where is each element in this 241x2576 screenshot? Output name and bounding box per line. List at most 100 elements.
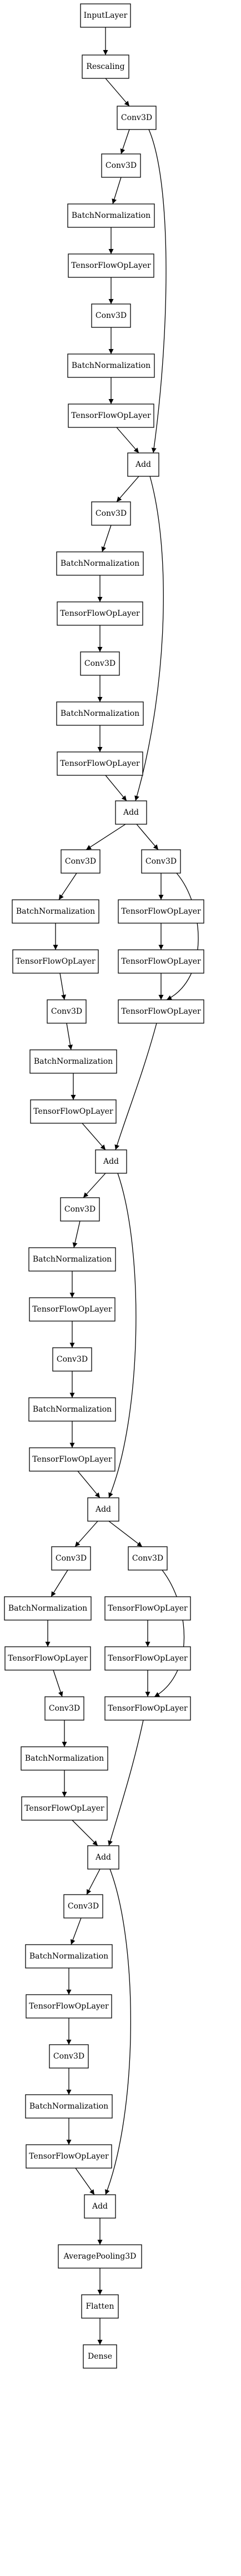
node-box — [91, 501, 131, 526]
node-conv3d: Conv3D — [80, 651, 120, 676]
node-tensorflowoplayer: TensorFlowOpLayer — [26, 1994, 112, 2019]
node-box — [67, 203, 155, 228]
node-box — [56, 701, 144, 726]
node-tensorflowoplayer: TensorFlowOpLayer — [29, 1297, 116, 1322]
node-box — [51, 1546, 91, 1571]
node-box — [115, 800, 147, 825]
node-batchnormalization: BatchNormalization — [28, 1397, 116, 1422]
node-box — [25, 2094, 113, 2119]
edge-n26-n27 — [82, 1123, 106, 1150]
node-conv3d: Conv3D — [49, 2044, 89, 2069]
node-label: TensorFlowOpLayer — [71, 411, 151, 420]
node-label: Conv3D — [56, 1554, 87, 1563]
edge-n27-n34 — [108, 1173, 137, 1498]
node-add: Add — [87, 1497, 119, 1522]
node-conv3d: Conv3D — [52, 1347, 92, 1372]
node-label: TensorFlowOpLayer — [60, 759, 140, 768]
node-add: Add — [84, 2194, 116, 2219]
node-box — [49, 2044, 89, 2069]
node-label: BatchNormalization — [8, 1604, 87, 1613]
node-add: Add — [87, 1845, 119, 1870]
edge-n40-n42 — [154, 1569, 185, 1697]
edge-n33-n34 — [77, 1471, 101, 1498]
node-box — [104, 1696, 191, 1721]
node-box — [21, 1746, 108, 1771]
node-label: BatchNormalization — [72, 361, 150, 370]
node-label: InputLayer — [84, 11, 128, 20]
node-tensorflowoplayer: TensorFlowOpLayer — [30, 1099, 117, 1124]
node-conv3d: Conv3D — [141, 849, 181, 874]
node-box — [26, 2144, 112, 2169]
node-box — [4, 1596, 92, 1621]
node-box — [84, 2194, 116, 2219]
node-add: Add — [127, 452, 159, 477]
node-box — [28, 1247, 116, 1272]
node-tensorflowoplayer: TensorFlowOpLayer — [104, 1596, 191, 1621]
node-batchnormalization: BatchNormalization — [28, 1247, 116, 1272]
node-tensorflowoplayer: TensorFlowOpLayer — [26, 2144, 112, 2169]
node-rescaling: Rescaling — [82, 54, 129, 79]
node-box — [57, 751, 143, 776]
node-label: BatchNormalization — [25, 1754, 104, 1763]
node-label: Add — [123, 808, 139, 817]
node-box — [61, 849, 101, 874]
node-label: TensorFlowOpLayer — [121, 957, 201, 966]
node-box — [57, 601, 143, 626]
node-box — [29, 1297, 116, 1322]
node-box — [29, 1447, 116, 1472]
node-box — [118, 999, 204, 1024]
node-box — [44, 1696, 84, 1721]
node-batchnormalization: BatchNormalization — [67, 353, 155, 378]
node-batchnormalization: BatchNormalization — [29, 1049, 117, 1074]
node-box — [68, 403, 154, 428]
node-box — [26, 1994, 112, 2019]
edge-n1-n2 — [105, 78, 130, 107]
node-label: TensorFlowOpLayer — [33, 1107, 113, 1116]
node-tensorflowoplayer: TensorFlowOpLayer — [104, 1696, 191, 1721]
node-tensorflowoplayer: TensorFlowOpLayer — [68, 403, 154, 428]
node-label: Rescaling — [86, 62, 124, 71]
node-conv3d: Conv3D — [60, 1197, 100, 1222]
node-dense: Dense — [83, 2344, 117, 2369]
node-box — [4, 1646, 91, 1671]
edge-n8-n9 — [116, 427, 139, 454]
node-add: Add — [115, 800, 147, 825]
node-batchnormalization: BatchNormalization — [4, 1596, 92, 1621]
node-flatten: Flatten — [81, 2294, 119, 2319]
node-conv3d: Conv3D — [91, 303, 131, 328]
node-conv3d: Conv3D — [61, 849, 101, 874]
edge-n3-n4 — [112, 177, 122, 205]
node-label: Conv3D — [68, 1902, 99, 1911]
node-conv3d: Conv3D — [128, 1546, 168, 1571]
node-label: Conv3D — [96, 509, 127, 518]
edge-n17-n19 — [58, 873, 77, 900]
node-label: Conv3D — [65, 857, 96, 866]
node-label: BatchNormalization — [61, 709, 139, 718]
node-conv3d: Conv3D — [101, 153, 141, 178]
node-label: TensorFlowOpLayer — [108, 1654, 188, 1663]
node-box — [12, 949, 99, 974]
node-tensorflowoplayer: TensorFlowOpLayer — [4, 1646, 91, 1671]
node-batchnormalization: BatchNormalization — [25, 1944, 113, 1969]
node-label: Conv3D — [145, 857, 177, 866]
node-box — [25, 1944, 113, 1969]
node-tensorflowoplayer: TensorFlowOpLayer — [21, 1796, 108, 1821]
node-label: BatchNormalization — [72, 211, 150, 220]
node-box — [21, 1796, 108, 1821]
node-label: Conv3D — [51, 1007, 82, 1016]
node-box — [29, 1049, 117, 1074]
node-conv3d: Conv3D — [44, 1696, 84, 1721]
node-box — [104, 1596, 191, 1621]
node-box — [47, 999, 87, 1024]
node-tensorflowoplayer: TensorFlowOpLayer — [118, 949, 204, 974]
node-label: TensorFlowOpLayer — [32, 1305, 112, 1314]
node-label: Add — [103, 1157, 119, 1166]
node-conv3d: Conv3D — [47, 999, 87, 1024]
node-label: TensorFlowOpLayer — [60, 609, 140, 618]
node-tensorflowoplayer: TensorFlowOpLayer — [29, 1447, 116, 1472]
edge-n34-n36 — [108, 1521, 143, 1547]
node-label: TensorFlowOpLayer — [108, 1704, 188, 1713]
node-label: Add — [95, 1505, 111, 1514]
edge-layer — [48, 27, 198, 2345]
